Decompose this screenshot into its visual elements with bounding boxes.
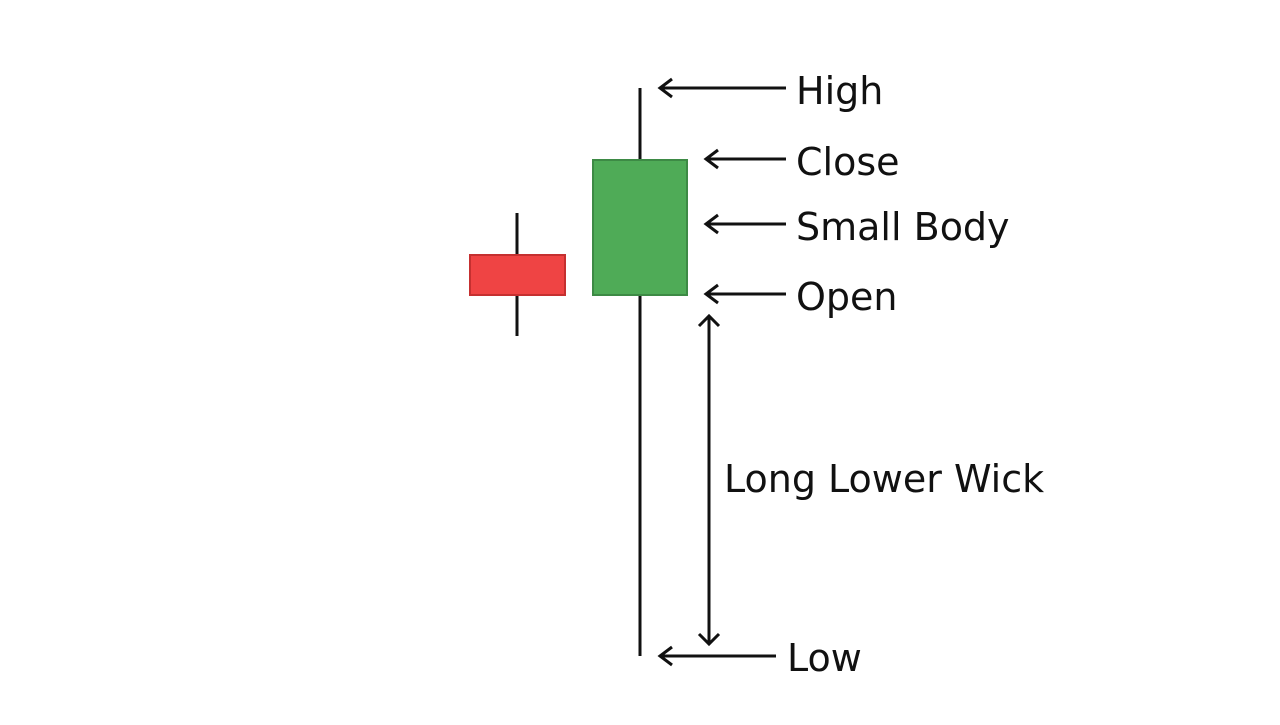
red-candle-body bbox=[469, 254, 566, 296]
lower-wick-span-arrow bbox=[697, 313, 721, 647]
open-label: Open bbox=[796, 275, 898, 319]
small-body-label: Small Body bbox=[796, 205, 1010, 249]
open-arrow bbox=[703, 283, 786, 305]
hammer-body bbox=[592, 159, 688, 296]
close-label: Close bbox=[796, 140, 900, 184]
long-lower-wick-label: Long Lower Wick bbox=[724, 457, 1044, 501]
low-arrow bbox=[657, 645, 776, 667]
small-body-arrow bbox=[703, 213, 786, 235]
high-label: High bbox=[796, 69, 883, 113]
low-label: Low bbox=[787, 636, 862, 680]
close-arrow bbox=[703, 148, 786, 170]
hammer-green-candle bbox=[592, 88, 688, 656]
previous-red-candle bbox=[469, 213, 566, 336]
high-arrow bbox=[657, 77, 786, 99]
